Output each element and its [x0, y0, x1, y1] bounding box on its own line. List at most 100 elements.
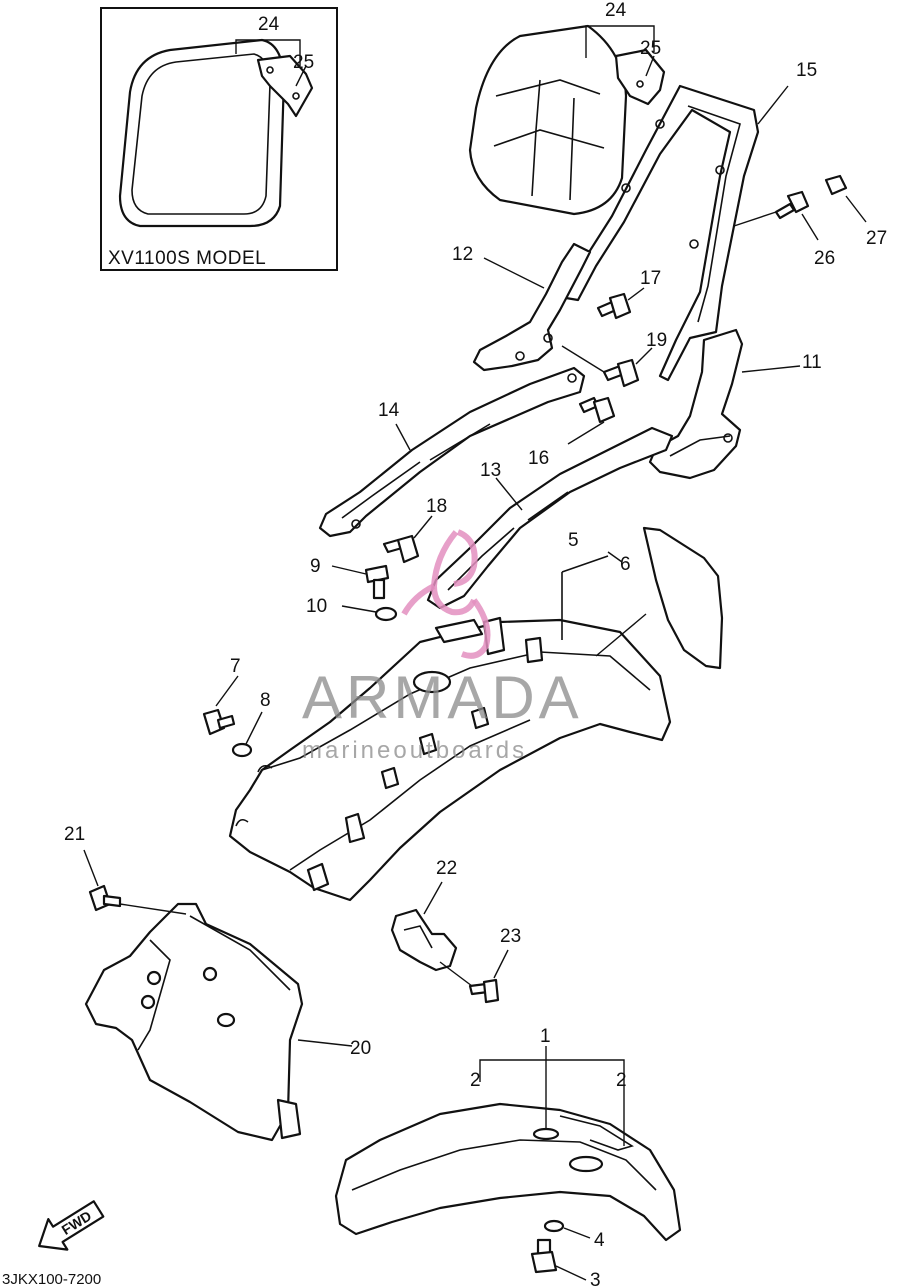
- bolt-16-head: [592, 396, 616, 424]
- bracket-hole: [636, 80, 644, 88]
- leader-7: [215, 675, 239, 707]
- bolt-21-shank: [102, 894, 122, 908]
- screw-23: 23: [439, 926, 521, 1004]
- bolt-18-head: [396, 534, 420, 564]
- grab-bar-hole: [351, 519, 361, 529]
- leader-8: [245, 711, 263, 745]
- front-fender-ridge: [351, 1139, 657, 1191]
- inset-bracket-hole: [266, 66, 274, 74]
- bracket-11-fold: [669, 435, 731, 457]
- callout-1: 1: [540, 1026, 551, 1047]
- bolt-19-head: [616, 358, 640, 388]
- bracket-11: 11: [648, 328, 822, 480]
- grab-bar-14: 14: [318, 366, 586, 538]
- bracket-hole: [515, 351, 525, 361]
- leader-27: [845, 195, 867, 223]
- callout-21: 21: [64, 824, 85, 845]
- callout-4: 4: [594, 1230, 605, 1251]
- panel-20-hole: [146, 970, 162, 986]
- callout-2-left: 2: [470, 1070, 481, 1091]
- front-fender-hole: [532, 1127, 560, 1141]
- leader-3: [555, 1265, 587, 1281]
- bolt-16: 16: [528, 396, 616, 469]
- leader-25: [645, 55, 655, 77]
- bolt-27-head: [824, 174, 848, 196]
- fender-lower-edge: [289, 719, 531, 871]
- callout-5: 5: [568, 530, 579, 551]
- frame-hole: [689, 239, 699, 249]
- leader-18: [413, 515, 433, 539]
- callout-23: 23: [500, 926, 521, 947]
- bolt-21: 21: [64, 824, 187, 915]
- washer-10-ring: [374, 606, 398, 622]
- reflector-22-body: [390, 908, 458, 972]
- bolt-27: 27: [824, 174, 887, 249]
- washer-10: 10: [306, 596, 398, 622]
- callout-18: 18: [426, 496, 447, 517]
- callout-20: 20: [350, 1038, 371, 1059]
- screw-23-head: [482, 978, 500, 1004]
- inset-label: XV1100S MODEL: [108, 248, 266, 269]
- watermark-logo: [401, 529, 491, 659]
- leader-22: [423, 881, 443, 915]
- panel-20-hole: [202, 966, 218, 982]
- leader-12: [483, 257, 545, 289]
- bolt-7-shank: [216, 714, 236, 730]
- callout-12: 12: [452, 244, 473, 265]
- cover-6: 6: [595, 526, 724, 670]
- bolt-9-head: [364, 564, 390, 584]
- callout-9: 9: [310, 556, 321, 577]
- panel-20-hole: [216, 1012, 236, 1028]
- callout-10: 10: [306, 596, 327, 617]
- leader-6-join: [607, 551, 623, 563]
- backrest-pad-24: 24 25: [468, 0, 666, 216]
- leader-bolt-21-panel: [119, 903, 187, 915]
- callout-17: 17: [640, 268, 661, 289]
- leader-23: [493, 949, 509, 979]
- panel-20-edges: [137, 915, 291, 1051]
- grab-bar-14-slot: [341, 423, 491, 519]
- leader-13: [495, 477, 523, 511]
- callout-25: 25: [640, 38, 661, 59]
- leader-4: [563, 1227, 591, 1239]
- bolt-3: 3: [530, 1238, 601, 1288]
- grab-bar-hole: [567, 373, 577, 383]
- bracket-12: 12: [452, 242, 592, 372]
- callout-3: 3: [590, 1270, 601, 1288]
- callout-6: 6: [620, 554, 631, 575]
- cover-5: 5: [561, 530, 609, 640]
- fender-bracket: [434, 618, 484, 644]
- frame-hole: [655, 119, 665, 129]
- front-fender: 1 2 2: [334, 1026, 682, 1242]
- watermark: ARMADA marineoutboards: [302, 529, 583, 764]
- callout-24-inset: 24: [258, 14, 280, 35]
- inset-backrest-bracket: [256, 54, 314, 118]
- washer-8-ring: [231, 742, 253, 758]
- grab-bar-13: 13: [426, 426, 674, 610]
- backrest-cushion: [468, 24, 628, 216]
- callout-27: 27: [866, 228, 887, 249]
- callout-13: 13: [480, 460, 501, 481]
- leader-9: [331, 565, 367, 575]
- panel-20-body: [84, 902, 304, 1142]
- washer-4: 4: [543, 1219, 605, 1251]
- grab-bar-13-slot: [447, 491, 569, 591]
- callout-2-right: 2: [616, 1070, 627, 1091]
- watermark-swirl: [401, 583, 436, 616]
- callout-15: 15: [796, 60, 817, 81]
- leader-5: [561, 555, 609, 640]
- rear-fender: [228, 616, 672, 902]
- watermark-brand: ARMADA: [302, 664, 583, 731]
- bolt-26-head: [786, 190, 810, 214]
- cover-6-panel: [642, 526, 724, 670]
- leader-25-inset: [295, 65, 307, 87]
- panel-20-hole: [140, 994, 156, 1010]
- front-fender-body: [334, 1102, 682, 1242]
- callout-8: 8: [260, 690, 271, 711]
- callout-16: 16: [528, 448, 549, 469]
- leader-20: [297, 1039, 353, 1047]
- leader-15: [757, 85, 789, 125]
- frame-hole: [715, 165, 725, 175]
